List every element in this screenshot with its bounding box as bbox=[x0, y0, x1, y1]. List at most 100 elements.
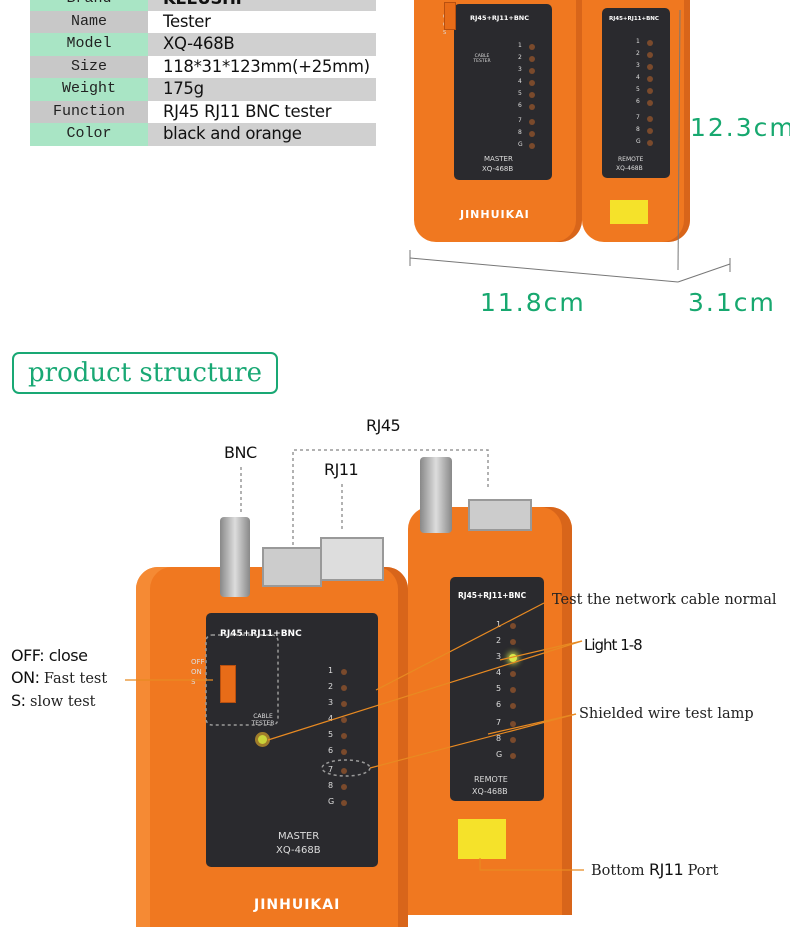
brand-label: JINHUIKAI bbox=[460, 208, 530, 221]
led-4 bbox=[647, 76, 653, 82]
led-g bbox=[341, 800, 347, 806]
led-num-7: 7 bbox=[636, 114, 640, 121]
test-normal-leader bbox=[375, 602, 545, 691]
led-num-4: 4 bbox=[636, 74, 640, 81]
model-label: XQ-468B bbox=[482, 165, 514, 173]
led-num-5: 5 bbox=[636, 86, 640, 93]
led-1 bbox=[510, 623, 516, 629]
spec-value: 118*31*123mm(+25mm) bbox=[148, 55, 376, 78]
led-num-5: 5 bbox=[328, 730, 334, 739]
led-3 bbox=[341, 701, 347, 707]
bottom-post: Port bbox=[687, 863, 719, 879]
cable-tester-label: CABLE TESTER bbox=[473, 54, 491, 64]
spec-value: 175g bbox=[148, 78, 376, 101]
led-8 bbox=[647, 128, 653, 134]
led-num-5: 5 bbox=[496, 684, 502, 693]
width-dimension: 11.8cm bbox=[480, 288, 586, 317]
spec-label: Size bbox=[30, 55, 148, 78]
structure-device-image: RJ45+RJ11+BNC OFF ON S CABLE TESTER 1 2 … bbox=[132, 455, 572, 927]
led-num-6: 6 bbox=[636, 98, 640, 105]
spec-label: Color bbox=[30, 123, 148, 146]
led-num-g: G bbox=[518, 141, 523, 148]
bnc-callout: BNC bbox=[224, 443, 257, 462]
cable-tester-led bbox=[258, 735, 267, 744]
led-num-2: 2 bbox=[636, 50, 640, 57]
remote-panel: RJ45+RJ11+BNC 1 2 3 4 5 6 7 8 G REMOTE X… bbox=[450, 577, 544, 801]
spec-value: RJ45 RJ11 BNC tester bbox=[148, 100, 376, 123]
spec-row-brand: Brand KEEUSHI bbox=[30, 0, 376, 11]
switch-on-text: Fast test bbox=[43, 671, 108, 687]
test-normal-callout: Test the network cable normal bbox=[552, 592, 777, 608]
led-g bbox=[529, 143, 535, 149]
section-title: product structure bbox=[28, 358, 262, 388]
switch-on-callout: ON: Fast test bbox=[11, 668, 107, 688]
cable-tester-label: CABLE TESTER bbox=[251, 713, 275, 727]
led-2 bbox=[529, 56, 535, 62]
led-g bbox=[647, 140, 653, 146]
model-label: XQ-468B bbox=[616, 165, 643, 172]
spec-value: Tester bbox=[148, 10, 376, 33]
led-num-7: 7 bbox=[328, 765, 334, 774]
led-num-2: 2 bbox=[328, 682, 334, 691]
switch-s-text: slow test bbox=[30, 694, 96, 710]
led-1 bbox=[647, 40, 653, 46]
switch-on-label: ON bbox=[191, 668, 202, 676]
led-6 bbox=[341, 749, 347, 755]
led-num-g: G bbox=[328, 797, 335, 806]
master-label: MASTER bbox=[484, 155, 513, 163]
remote-unit: RJ45+RJ11+BNC 1 2 3 4 5 6 7 8 G REMOTE X… bbox=[408, 507, 572, 915]
panel-title: RJ45+RJ11+BNC bbox=[220, 629, 302, 639]
led-5 bbox=[341, 733, 347, 739]
rj11-callout: RJ11 bbox=[324, 460, 359, 479]
spec-row-function: Function RJ45 RJ11 BNC tester bbox=[30, 100, 376, 123]
led-6 bbox=[529, 104, 535, 110]
height-dim-line bbox=[677, 9, 681, 271]
light-leader-1 bbox=[499, 640, 583, 661]
led-num-5: 5 bbox=[518, 90, 522, 97]
led-4 bbox=[341, 717, 347, 723]
led-num-3: 3 bbox=[496, 652, 502, 661]
led-6 bbox=[647, 100, 653, 106]
bnc-connector-remote bbox=[420, 457, 452, 533]
bottom-pre: Bottom bbox=[591, 863, 645, 879]
led-num-8: 8 bbox=[496, 734, 502, 743]
spec-row-size: Size 118*31*123mm(+25mm) bbox=[30, 55, 376, 78]
light-leader-2 bbox=[267, 640, 583, 741]
led-3 bbox=[647, 64, 653, 70]
led-num-4: 4 bbox=[496, 668, 502, 677]
led-7 bbox=[510, 721, 516, 727]
spec-value: XQ-468B bbox=[148, 33, 376, 56]
top-master-unit: RJ45+RJ11+BNC OFF ON S CABLE TESTER 1 2 … bbox=[414, 0, 582, 242]
switch-on-key: ON: bbox=[11, 668, 40, 687]
top-remote-unit: RJ45+RJ11+BNC 1 2 3 4 5 6 7 8 G REMOTE X… bbox=[582, 0, 690, 242]
shield-highlight bbox=[321, 759, 371, 777]
spec-label: Brand bbox=[30, 0, 148, 11]
led-num-6: 6 bbox=[328, 746, 334, 755]
top-remote-panel: RJ45+RJ11+BNC 1 2 3 4 5 6 7 8 G REMOTE X… bbox=[602, 8, 670, 178]
master-panel: RJ45+RJ11+BNC OFF ON S CABLE TESTER 1 2 … bbox=[191, 613, 378, 867]
led-num-2: 2 bbox=[518, 54, 522, 61]
led-5 bbox=[647, 88, 653, 94]
master-label: MASTER bbox=[278, 831, 320, 842]
dimension-lines bbox=[409, 9, 731, 283]
switch-off-label: OFF bbox=[191, 658, 205, 666]
bnc-connector bbox=[220, 517, 250, 597]
spec-label: Weight bbox=[30, 78, 148, 101]
led-num-7: 7 bbox=[518, 117, 522, 124]
led-num-g: G bbox=[496, 750, 503, 759]
panel-title: RJ45+RJ11+BNC bbox=[458, 591, 527, 600]
mode-switch bbox=[220, 665, 236, 703]
led-7 bbox=[647, 116, 653, 122]
spec-table: Brand KEEUSHI Name Tester Model XQ-468B … bbox=[30, 0, 376, 146]
spec-value: black and orange bbox=[148, 123, 376, 146]
panel-title: RJ45+RJ11+BNC bbox=[609, 16, 659, 22]
led-8 bbox=[529, 131, 535, 137]
led-num-3: 3 bbox=[636, 62, 640, 69]
led-7 bbox=[341, 768, 347, 774]
led-2 bbox=[647, 52, 653, 58]
spec-label: Model bbox=[30, 33, 148, 56]
spec-row-weight: Weight 175g bbox=[30, 78, 376, 101]
led-5 bbox=[529, 92, 535, 98]
led-num-1: 1 bbox=[518, 42, 522, 49]
